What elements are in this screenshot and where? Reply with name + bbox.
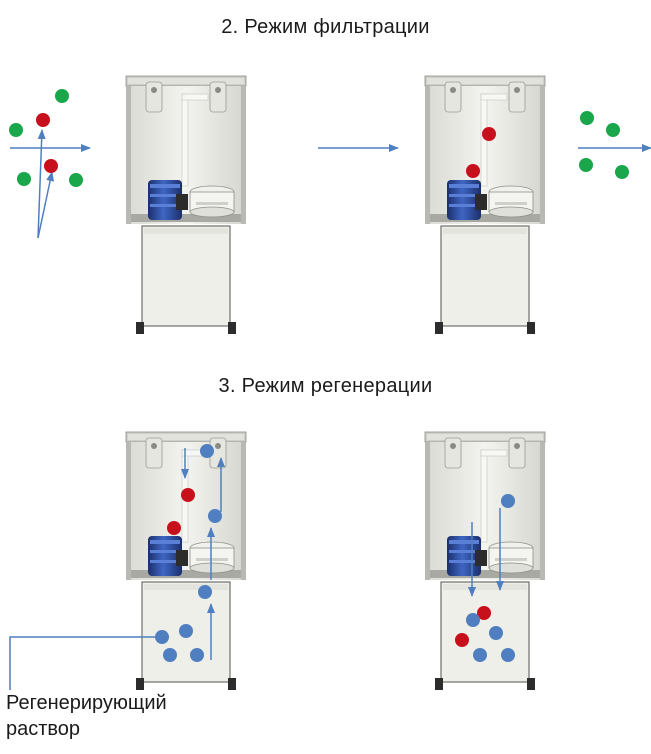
regenerant-label-line1: Регенерирующий xyxy=(6,692,167,714)
particle-icon xyxy=(489,626,503,640)
particle-icon xyxy=(190,648,204,662)
regenerant-label-line2: раствор xyxy=(6,718,81,740)
regeneration-mode-title: 3. Режим регенерации xyxy=(218,375,433,397)
particle-icon xyxy=(615,165,629,179)
particle-icon xyxy=(455,633,469,647)
particle-icon xyxy=(36,113,50,127)
particle-icon xyxy=(579,158,593,172)
flow-arrow-icon xyxy=(37,171,55,239)
particle-icon xyxy=(580,111,594,125)
particle-icon xyxy=(501,494,515,508)
filter-housing-icon xyxy=(424,75,546,335)
particle-icon xyxy=(198,585,212,599)
outgoing-particles xyxy=(578,111,651,179)
particle-icon xyxy=(163,648,177,662)
particle-icon xyxy=(181,488,195,502)
particle-icon xyxy=(69,173,83,187)
regeneration-right-flow xyxy=(455,494,515,662)
particle-icon xyxy=(44,159,58,173)
particle-icon xyxy=(17,172,31,186)
particle-icon xyxy=(167,521,181,535)
filtration-mode-title: 2. Режим фильтрации xyxy=(221,16,430,38)
particle-icon xyxy=(208,509,222,523)
particle-icon xyxy=(200,444,214,458)
flow-arrow-icon xyxy=(37,129,46,239)
regeneration-left-flow xyxy=(9,444,225,690)
particle-icon xyxy=(477,606,491,620)
particle-icon xyxy=(55,89,69,103)
particle-icon xyxy=(606,123,620,137)
particle-icon xyxy=(179,624,193,638)
filter-housing-icon xyxy=(125,75,247,335)
particle-icon xyxy=(473,648,487,662)
incoming-particles xyxy=(9,89,91,239)
particle-icon xyxy=(9,123,23,137)
particle-icon xyxy=(466,164,480,178)
particle-icon xyxy=(482,127,496,141)
particle-icon xyxy=(155,630,169,644)
regenerant-solution-label: Регенерирующий раствор xyxy=(6,690,167,742)
particle-icon xyxy=(501,648,515,662)
regenerant-feed-line xyxy=(9,636,162,690)
filter-housing-icon xyxy=(125,431,247,691)
particle-icon xyxy=(466,613,480,627)
